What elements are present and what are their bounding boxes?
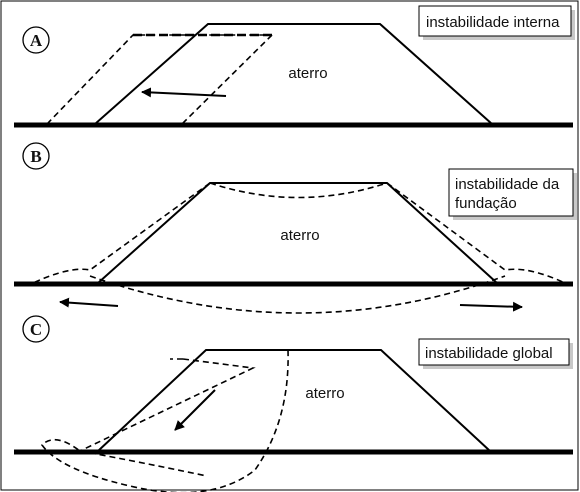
panel-a-title-box: [418, 5, 572, 37]
panel-b-right-slope-deformed: [386, 182, 566, 284]
panel-b-right-spreading-arrow: [459, 301, 523, 312]
panel-a: A instabilidade interna aterro: [14, 5, 575, 128]
panel-b-foundation-failure-surface: [89, 275, 506, 314]
panel-c-movement-arrow: [174, 389, 216, 431]
panel-a-letter-circle: [22, 26, 50, 54]
panel-c-letter-circle: [22, 315, 50, 343]
panel-b-title-line1: instabilidade da: [455, 176, 560, 193]
panel-c-title: instabilidade global: [425, 345, 553, 362]
panel-a-movement-arrow: [141, 87, 227, 98]
panel-c-failed-mass-outline: [79, 358, 256, 452]
panel-b-left-spreading-arrow: [59, 297, 119, 308]
panel-b-letter-circle: [22, 142, 50, 170]
panel-a-failure-plane: [181, 34, 273, 125]
panel-b-title-box: [448, 168, 574, 217]
panel-b-letter: B: [30, 147, 41, 166]
panel-a-fill-label: aterro: [288, 65, 327, 82]
panel-b-fill-label: aterro: [280, 227, 319, 244]
panel-c-title-box: [418, 338, 570, 366]
panel-c-inner-shear-lens: [79, 450, 208, 477]
panel-c-letter: C: [30, 320, 42, 339]
panel-c-embankment: [97, 349, 491, 452]
panel-c-circular-failure-surface: [40, 349, 289, 492]
panel-a-displaced-block-outline: [46, 34, 272, 125]
panel-b: B instabilidade da fundação aterro: [14, 142, 577, 314]
panel-b-left-slope-deformed: [32, 182, 211, 284]
panel-a-embankment: [94, 23, 493, 125]
panel-c-fill-label: aterro: [305, 385, 344, 402]
panel-b-title-line2: fundação: [455, 195, 517, 212]
panel-c: C instabilidade global aterro: [14, 315, 573, 492]
panel-b-embankment: [97, 182, 498, 284]
panel-b-crest-settlement: [209, 182, 388, 199]
panel-a-title: instabilidade interna: [426, 14, 560, 31]
panel-a-letter: A: [30, 31, 43, 50]
